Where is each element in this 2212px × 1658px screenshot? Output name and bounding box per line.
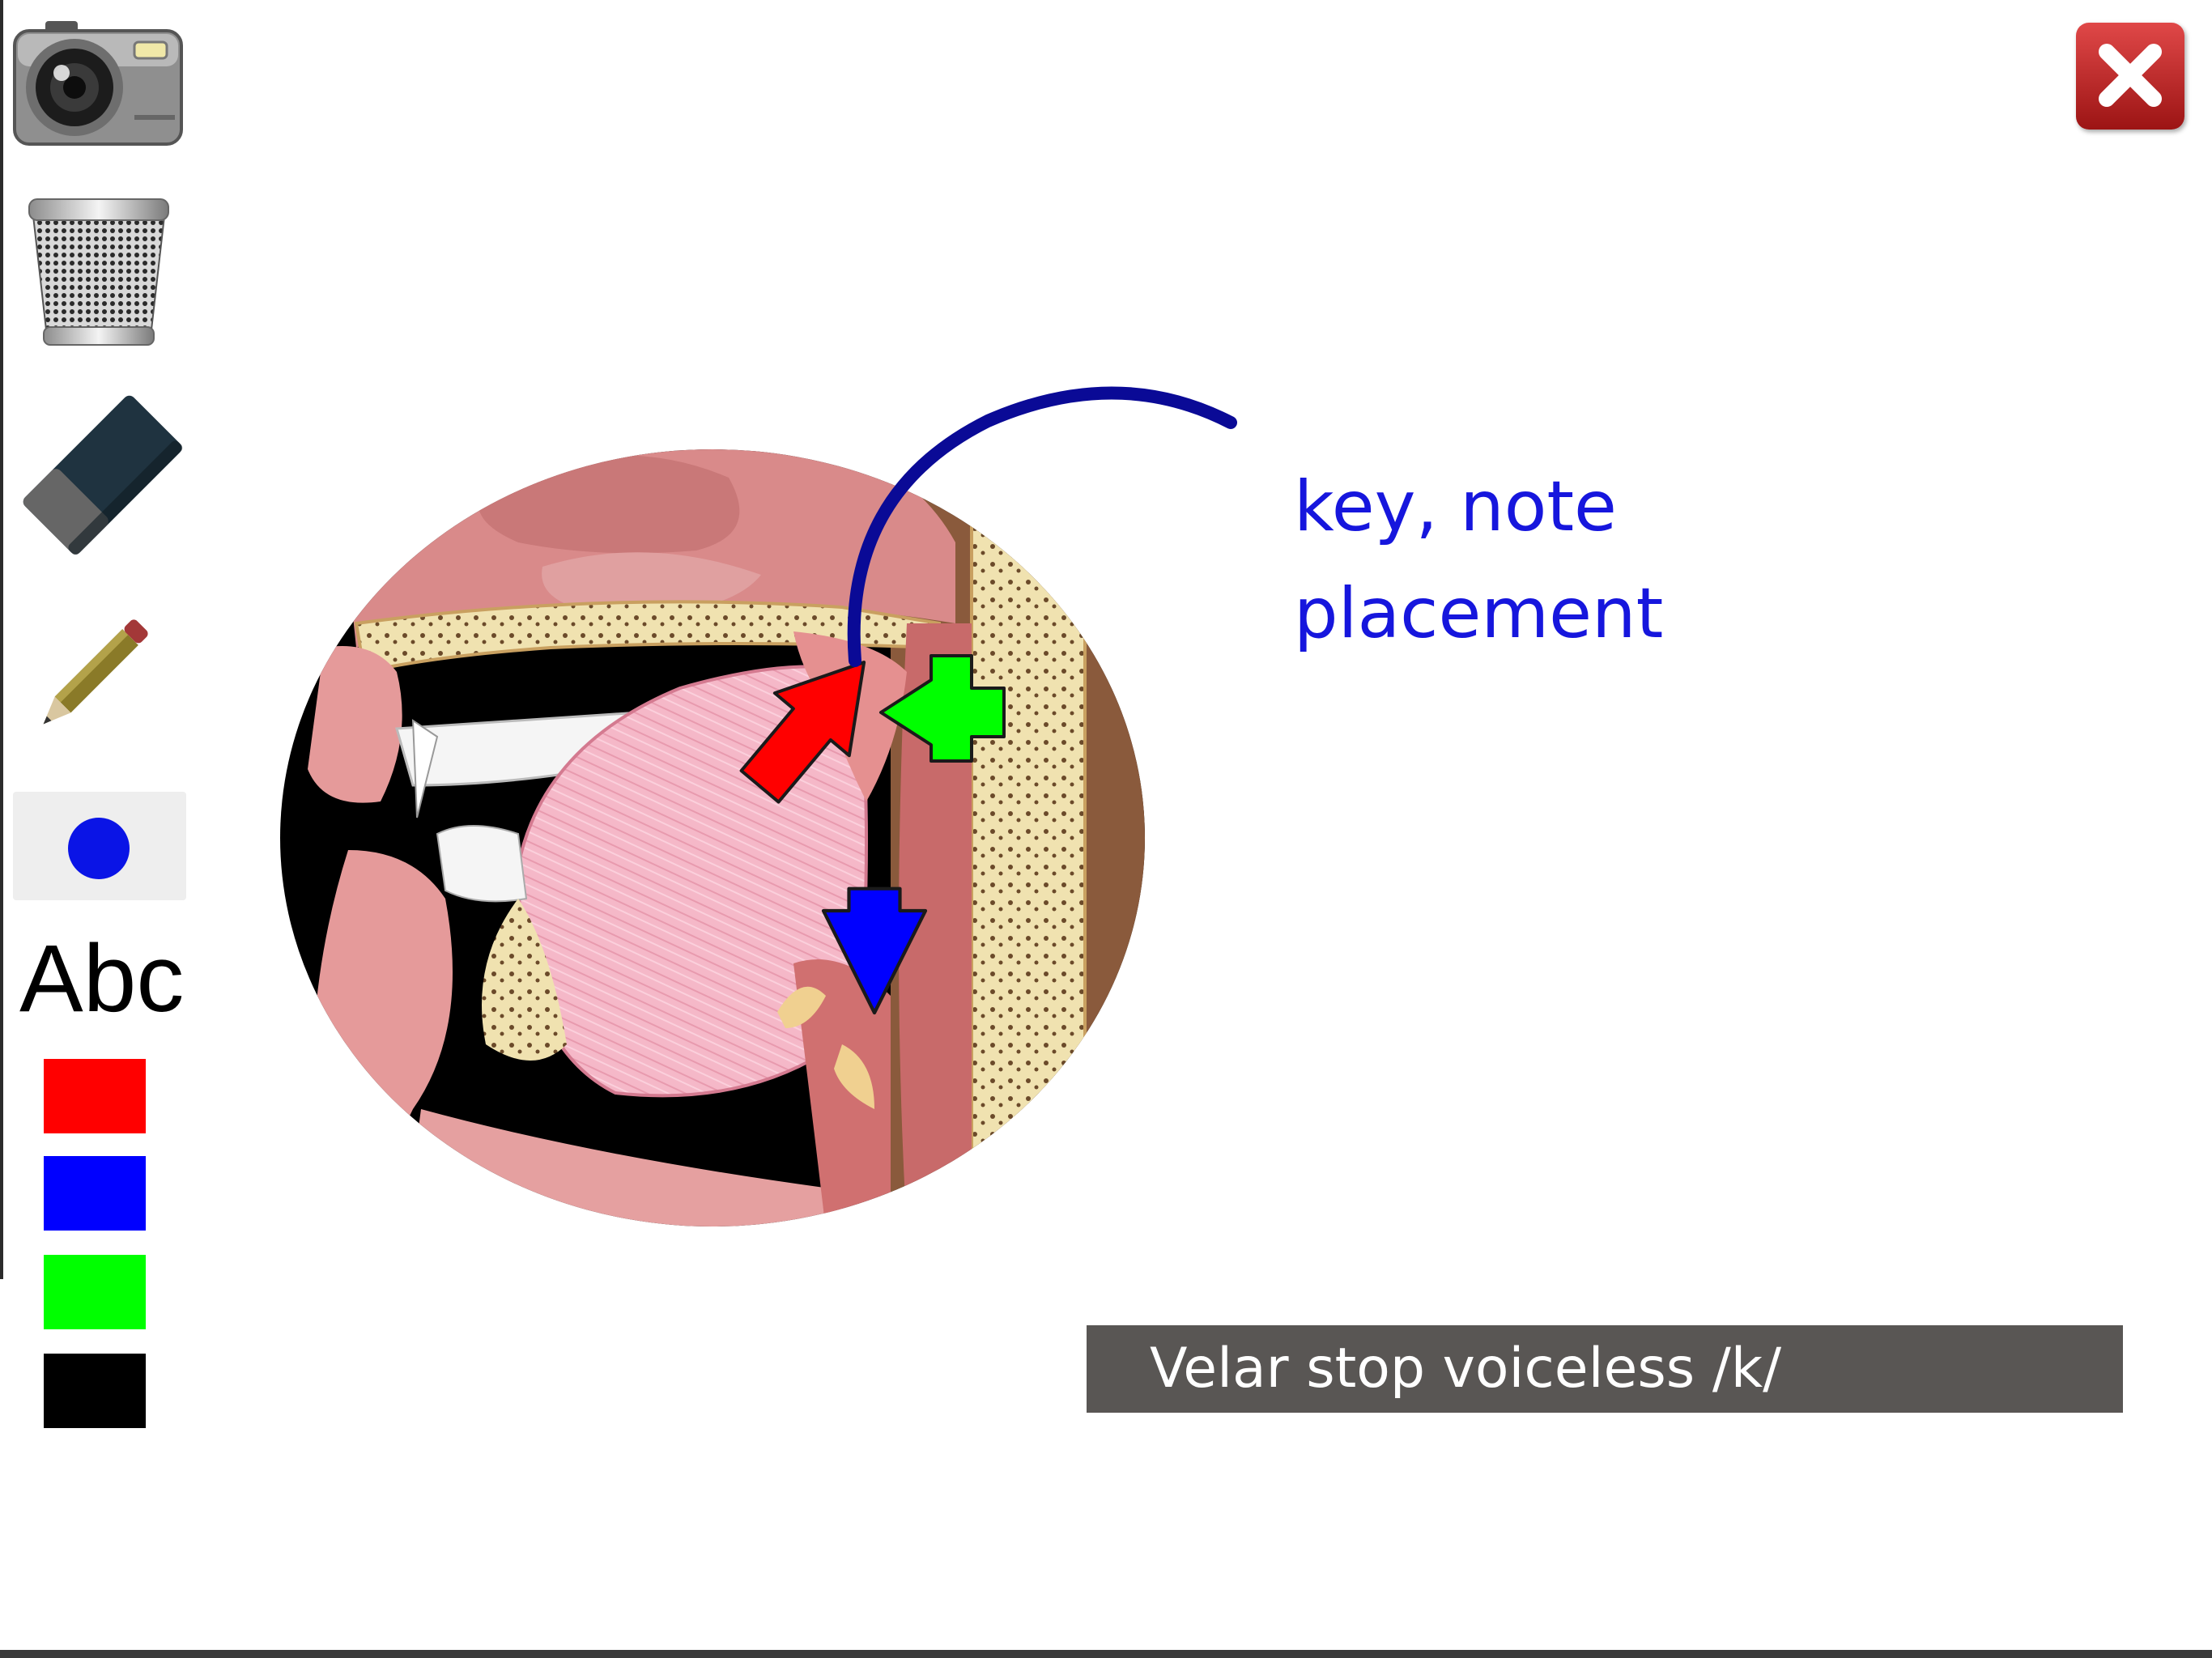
close-button[interactable]	[2076, 23, 2184, 130]
arrow-red	[739, 661, 866, 804]
camera-button[interactable]	[13, 19, 185, 147]
color-swatch-green[interactable]	[44, 1255, 146, 1329]
annotation-line-2: placement	[1294, 573, 1664, 654]
pencil-icon	[43, 619, 148, 725]
trash-button[interactable]	[28, 194, 170, 348]
left-border	[0, 0, 3, 1279]
eraser-button[interactable]	[15, 387, 185, 557]
text-tool-button[interactable]: Abc	[19, 925, 185, 1032]
eraser-icon	[23, 395, 183, 555]
pencil-button[interactable]	[24, 597, 170, 743]
sound-caption: Velar stop voiceless /k/	[1087, 1325, 2123, 1413]
close-icon	[2099, 44, 2162, 107]
mouth-diagram	[280, 449, 1145, 1226]
bottom-border	[0, 1650, 2212, 1658]
camera-icon	[13, 21, 183, 146]
color-swatch-blue[interactable]	[44, 1156, 146, 1231]
brush-dot	[68, 818, 130, 879]
arrow-green	[879, 654, 1006, 763]
arrow-blue	[821, 886, 928, 1015]
toolbar: Abc	[0, 0, 194, 1457]
trash-icon	[28, 198, 169, 346]
color-swatch-black[interactable]	[44, 1354, 146, 1428]
annotation-line-1: key, note	[1294, 466, 1617, 547]
annotation-text[interactable]: key, note placement	[1294, 453, 1663, 667]
color-swatch-red[interactable]	[44, 1059, 146, 1133]
